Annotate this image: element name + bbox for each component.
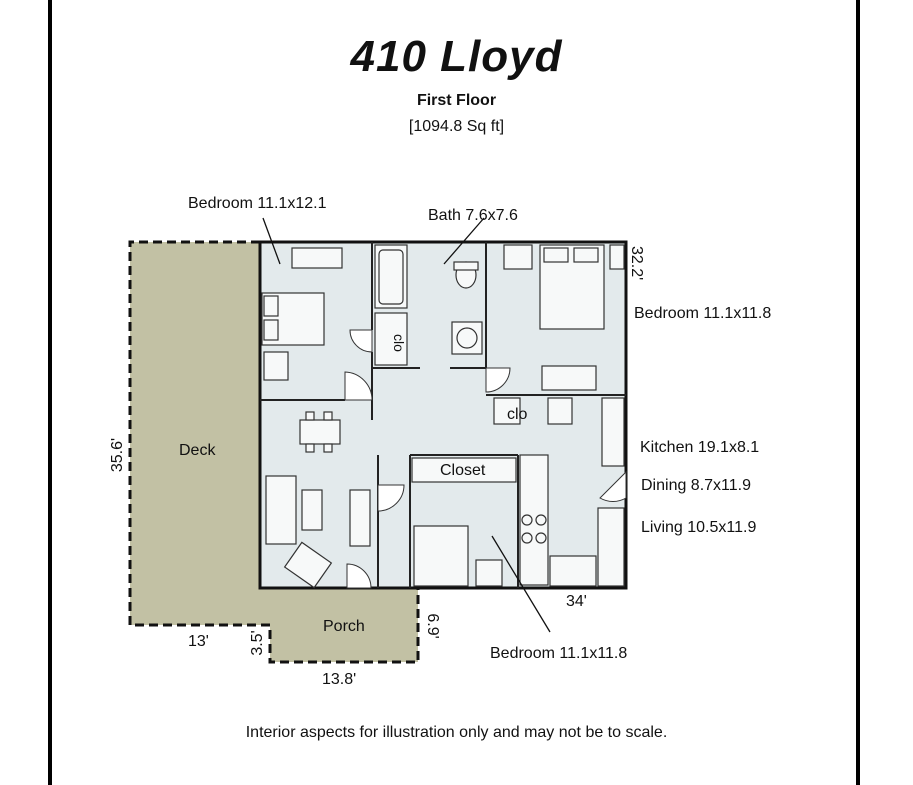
sink (549, 555, 597, 587)
south-bedroom-furniture (411, 457, 517, 587)
door-swing (344, 371, 373, 401)
chair (305, 443, 315, 453)
tv-stand (349, 489, 371, 547)
deck-dashed-outline (128, 240, 420, 664)
dim-porch-width: 13.8' (322, 671, 356, 688)
fridge (601, 397, 625, 467)
burner (535, 532, 547, 544)
bathtub-inner (378, 249, 404, 305)
armchair (283, 541, 333, 589)
sofa (265, 475, 297, 545)
label-clo-center: clo (507, 406, 528, 423)
label-bedroom-nw: Bedroom 11.1x12.1 (188, 195, 327, 212)
nightstand (503, 244, 533, 270)
burner (521, 532, 533, 544)
disclaimer-text: Interior aspects for illustration only a… (245, 724, 668, 741)
burner (521, 514, 533, 526)
washer (493, 397, 521, 425)
dresser (541, 365, 597, 391)
closet-rod (411, 457, 517, 483)
bath-fixtures (374, 244, 483, 366)
nightstand (609, 244, 625, 270)
label-bedroom-ne: Bedroom 11.1x11.8 (634, 305, 771, 322)
label-dining: Dining 8.7x11.9 (641, 477, 751, 494)
ne-bedroom-furniture (503, 244, 625, 391)
pillow (543, 247, 569, 263)
coffee-table (301, 489, 323, 531)
nightstand (475, 559, 503, 587)
pillow (573, 247, 599, 263)
leader-lines (262, 217, 551, 633)
shower (374, 312, 408, 366)
label-closet: Closet (440, 462, 486, 479)
dim-deck-width: 13' (188, 633, 209, 650)
deck-area (130, 242, 418, 662)
leader-line (262, 217, 281, 265)
door-swing (599, 470, 627, 502)
dim-width-bottom: 34' (566, 593, 587, 610)
dim-porch-step: 3.5' (249, 630, 266, 655)
interior-walls (260, 242, 626, 588)
counter (597, 507, 625, 587)
leader-line (443, 217, 485, 265)
right-frame-line (856, 0, 860, 785)
dresser (291, 247, 343, 269)
dryer (547, 397, 573, 425)
dining-table (299, 419, 341, 445)
label-kitchen: Kitchen 19.1x8.1 (640, 439, 759, 456)
page-title: 410 Lloyd (350, 32, 563, 81)
chair (323, 443, 333, 453)
door-swings (344, 329, 627, 589)
label-living: Living 10.5x11.9 (641, 519, 756, 536)
bed (413, 525, 469, 587)
left-frame-line (48, 0, 52, 785)
door-swing (377, 484, 405, 512)
dim-porch-height: 6.9' (424, 613, 441, 638)
burner (535, 514, 547, 526)
center-closet-fixtures (493, 397, 573, 425)
chair (305, 411, 315, 421)
label-bath: Bath 7.6x7.6 (428, 207, 518, 224)
door-swing (485, 367, 511, 393)
nw-bedroom-furniture (261, 247, 343, 381)
kitchen-fixtures (519, 397, 625, 587)
dim-deck-height: 35.6' (109, 438, 126, 472)
dim-height-right: 32.2' (628, 246, 645, 280)
floor-subtitle: First Floor (416, 92, 497, 109)
pillow (263, 295, 279, 317)
nightstand (263, 351, 289, 381)
label-clo-bath: clo (391, 334, 407, 352)
pillow (263, 319, 279, 341)
chair (323, 411, 333, 421)
dining-living-furniture (265, 411, 371, 589)
leader-line (491, 535, 551, 633)
square-footage: [1094.8 Sq ft] (408, 118, 505, 135)
label-porch: Porch (323, 618, 365, 635)
toilet-tank (453, 261, 479, 271)
label-deck: Deck (179, 442, 216, 459)
house-exterior-wall (258, 240, 628, 590)
sink (456, 327, 478, 349)
door-swing (346, 563, 372, 589)
label-bedroom-s: Bedroom 11.1x11.8 (490, 645, 627, 662)
door-swing (349, 329, 373, 353)
